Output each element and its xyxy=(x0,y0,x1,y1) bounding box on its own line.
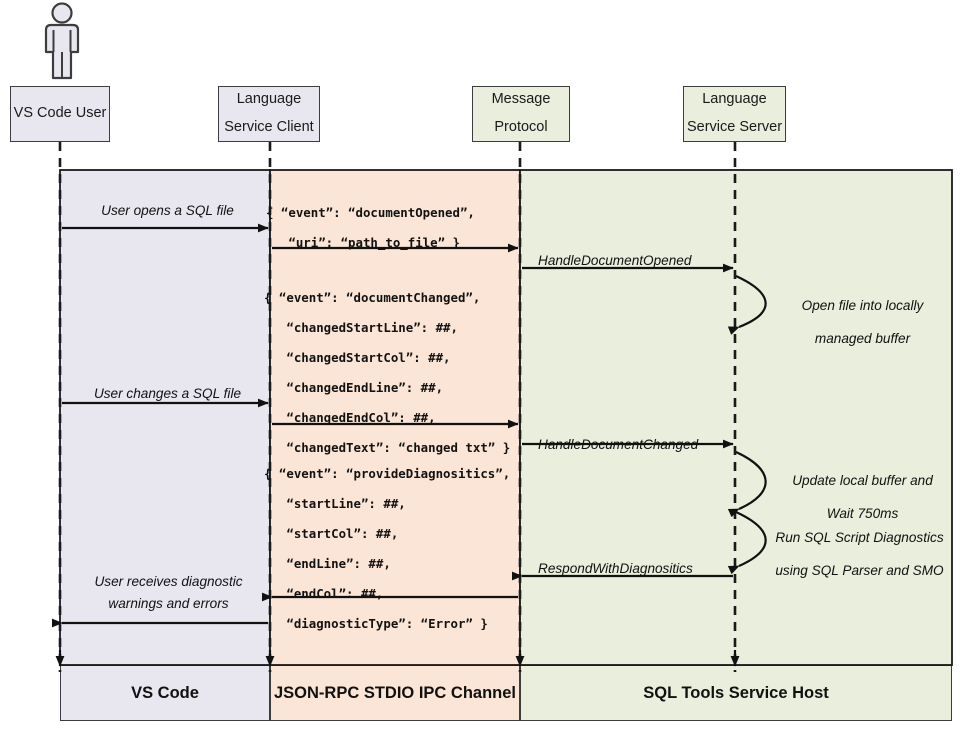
participant-label-line2: Service Server xyxy=(686,119,783,135)
note-open-file-buffer-line2: managed buffer xyxy=(814,331,911,347)
label-user-changes-file: User changes a SQL file xyxy=(93,386,242,401)
participant-label-line2: Protocol xyxy=(494,119,548,135)
note-run-diagnostics-line1: Run SQL Script Diagnostics xyxy=(775,530,944,545)
label-handle-document-changed: HandleDocumentChanged xyxy=(538,437,699,452)
zone-bar-label: JSON-RPC STDIO IPC Channel xyxy=(273,683,517,702)
selfloop-open-file-buffer xyxy=(727,275,767,335)
participant-language-service-server[interactable]: Language Service Server xyxy=(683,86,786,142)
payload-provide-diagnostics: { “event”: “provideDiagnositics”, “start… xyxy=(264,466,511,632)
zone-bar-label: SQL Tools Service Host xyxy=(643,683,829,702)
lifeline-terminators xyxy=(55,650,740,667)
participant-label-line1: Message xyxy=(491,91,551,108)
label-handle-document-opened: HandleDocumentOpened xyxy=(538,253,692,268)
note-open-file-buffer: Open file into locally managed buffer xyxy=(770,289,955,356)
participant-vs-code-user[interactable]: VS Code User xyxy=(10,86,110,142)
label-user-receives-diagnostics-line2: warnings and errors xyxy=(108,596,229,612)
payload-document-opened: { “event”: “documentOpened”, “uri”: “pat… xyxy=(266,205,475,251)
vs-code-user-actor-icon xyxy=(44,2,80,80)
payload-document-changed: { “event”: “documentChanged”, “changedSt… xyxy=(264,290,511,456)
label-user-receives-diagnostics-line1: User receives diagnostic xyxy=(94,574,243,589)
participant-label-line1: VS Code User xyxy=(13,105,107,122)
label-respond-with-diagnostics: RespondWithDiagnositics xyxy=(538,561,693,576)
participant-message-protocol[interactable]: Message Protocol xyxy=(472,86,570,142)
selfloop-update-buffer-wait xyxy=(727,451,767,518)
label-user-receives-diagnostics: User receives diagnostic warnings and er… xyxy=(66,571,271,615)
note-run-diagnostics: Run SQL Script Diagnostics using SQL Par… xyxy=(762,521,957,588)
participant-label-line1: Language xyxy=(236,91,302,108)
zone-band-sql-tools-host xyxy=(519,169,953,666)
participant-label-line1: Language xyxy=(702,91,767,108)
note-run-diagnostics-line2: using SQL Parser and SMO xyxy=(775,563,944,579)
zone-bar-label: VS Code xyxy=(131,683,199,702)
participant-label-line2: Service Client xyxy=(224,119,314,135)
zone-bar-vs-code: VS Code xyxy=(60,665,270,721)
note-update-buffer-line1: Update local buffer and xyxy=(792,473,933,488)
zone-bar-jsonrpc-channel: JSON-RPC STDIO IPC Channel xyxy=(270,665,520,721)
note-open-file-buffer-line1: Open file into locally xyxy=(801,298,924,313)
participant-language-service-client[interactable]: Language Service Client xyxy=(218,86,320,142)
note-update-buffer-line2: Wait 750ms xyxy=(826,506,899,522)
note-update-buffer-wait: Update local buffer and Wait 750ms xyxy=(770,464,955,531)
zone-bar-sql-tools-host: SQL Tools Service Host xyxy=(520,665,952,721)
label-user-opens-file: User opens a SQL file xyxy=(101,203,234,218)
